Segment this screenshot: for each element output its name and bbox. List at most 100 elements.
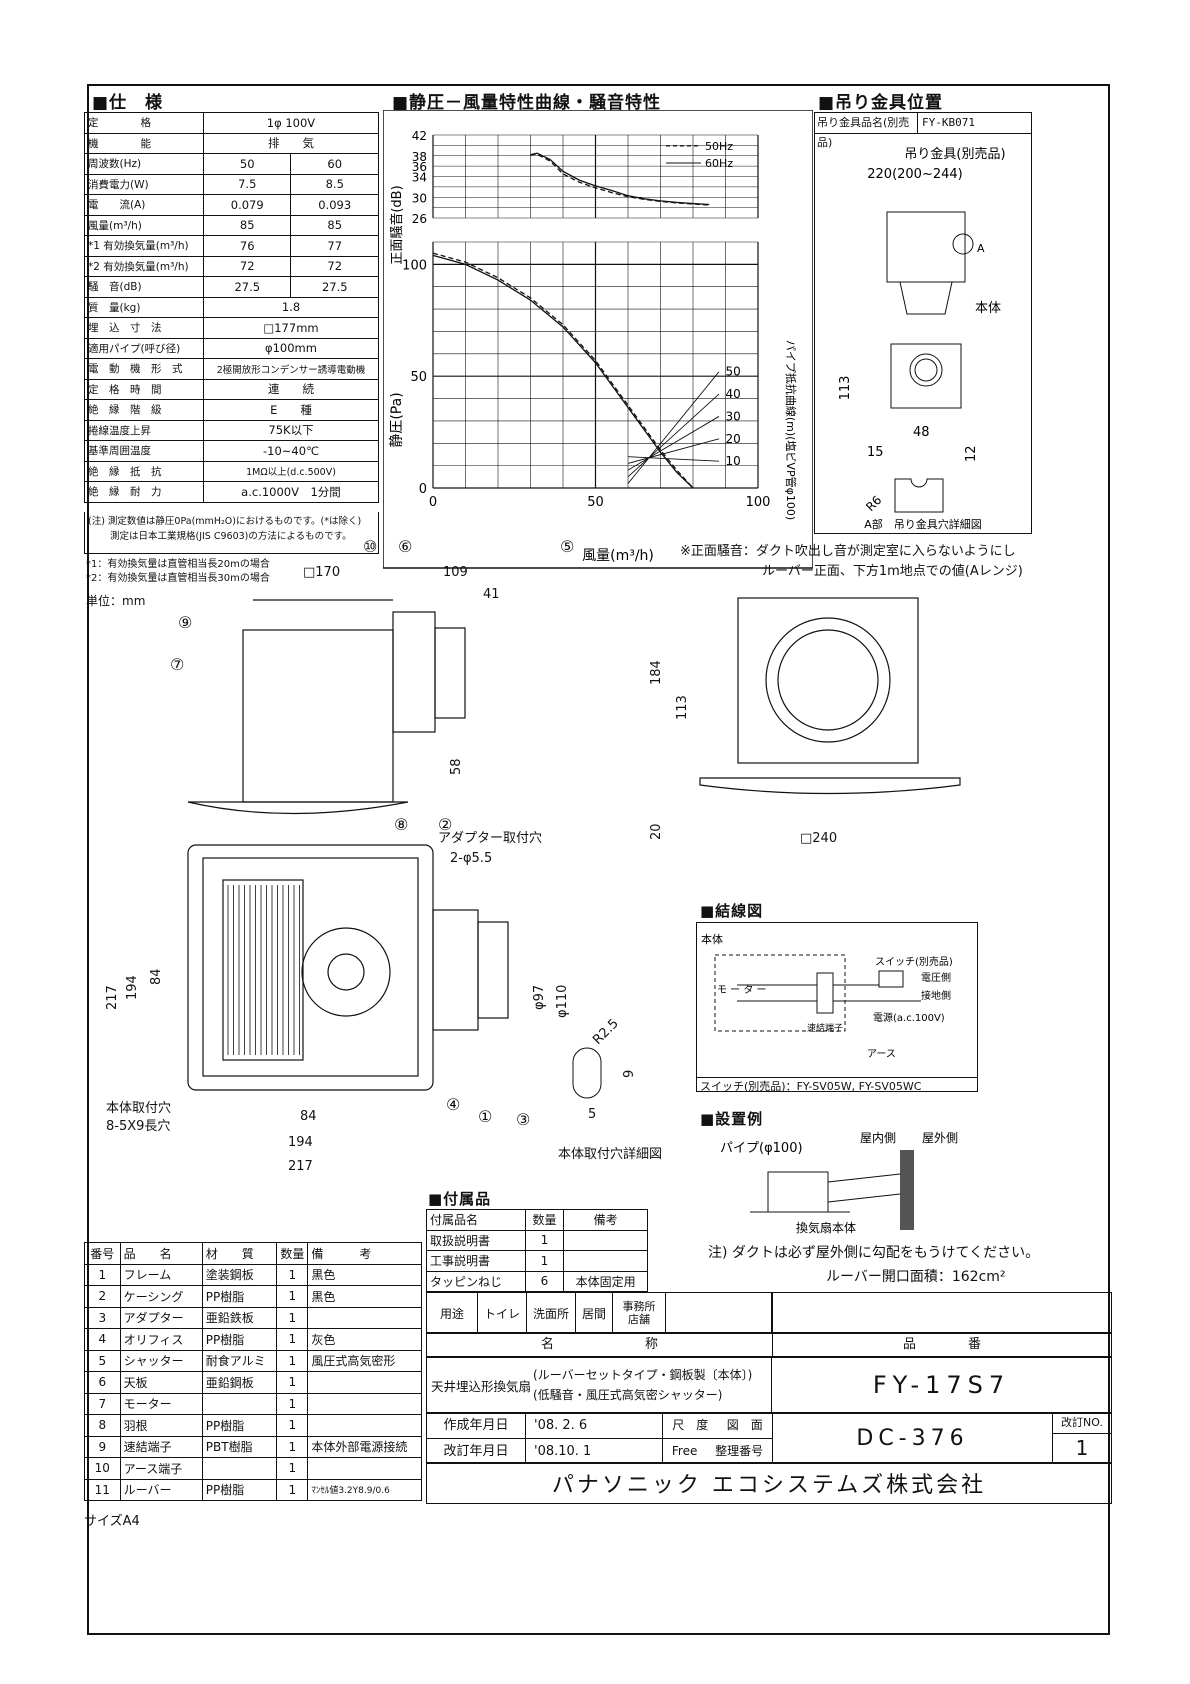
chart-legend: 50Hz 60Hz <box>666 140 733 170</box>
hanger-hole-detail <box>894 478 944 513</box>
wiring-body-box <box>714 954 846 1032</box>
mount-detail-caption: 本体取付穴詳細図 <box>558 1146 662 1162</box>
parts-cell: PBT樹脂 <box>201 1435 278 1458</box>
spec-value: 1φ 100V <box>203 112 379 134</box>
bottom-shutter <box>477 921 509 1019</box>
noise-ytick: 30 <box>412 191 427 205</box>
parts-cell <box>201 1457 278 1480</box>
dim-84-h: 84 <box>300 1109 317 1124</box>
install-title: ■設置例 <box>700 1110 764 1128</box>
parts-cell: 風圧式高気密形 <box>307 1349 422 1372</box>
acc-cell <box>563 1250 648 1272</box>
spec-value: 77 <box>290 235 379 257</box>
louver-area: ルーバー開口面積：162cm² <box>826 1269 1006 1285</box>
product-name-sub1: (ルーバーセットタイプ・鋼板製〔本体〕) <box>533 1368 753 1382</box>
parts-cell: 8 <box>84 1414 121 1437</box>
wiring-body-label: 本体 <box>701 932 723 946</box>
install-fan-body <box>767 1171 829 1213</box>
side-shutter <box>434 627 466 719</box>
drawing-number: DC-376 <box>856 1425 969 1451</box>
parts-cell: 1 <box>276 1263 309 1286</box>
hanger-part-no: FY-KB071 <box>922 116 975 129</box>
noise-ylabel: 正面騒音(dB) <box>389 185 405 264</box>
spec-label: 適用パイプ(呼び径) <box>84 337 204 359</box>
spec-value: -10~40℃ <box>203 440 379 462</box>
accessories-title: ■付属品 <box>428 1190 492 1208</box>
flow-xtick: 100 <box>746 495 771 510</box>
acc-cell: 備考 <box>563 1209 648 1231</box>
callout-10: ⑩ <box>363 540 377 556</box>
hanger-part-label: 吊り金具品名(別売品) <box>815 113 918 149</box>
parts-cell: 1 <box>276 1349 309 1372</box>
use-item: トイレ <box>478 1293 528 1333</box>
number-label: 整理番号 <box>715 1444 764 1458</box>
hanger-duct <box>899 281 953 315</box>
chart-title: ■静圧－風量特性曲線・騒音特性 <box>392 93 662 113</box>
parts-cell: 本体外部電源接続 <box>307 1435 422 1458</box>
dim-217-v: 217 <box>105 985 120 1010</box>
hanger-dim-113: 113 <box>838 376 853 401</box>
flow-xlabel: 風量(m³/h) <box>582 548 654 564</box>
use-item: 居間 <box>576 1293 614 1333</box>
company-name: パナソニック エコシステムズ株式会社 <box>426 1462 1112 1504</box>
spec-row: 機 能排 気 <box>84 132 379 154</box>
pipe-curve-line <box>627 416 720 471</box>
adapter-note-2: 2-φ5.5 <box>450 851 492 866</box>
wiring-switch <box>878 970 904 988</box>
mount-note-1: 本体取付穴 <box>106 1101 171 1116</box>
install-note: 注) ダクトは必ず屋外側に勾配をもうけてください。 <box>708 1245 1040 1261</box>
parts-header: 番号品 名材 質数量備 考 <box>84 1242 422 1265</box>
side-dims: □170 109 41 58 <box>303 565 500 775</box>
bottom-motor <box>327 953 365 991</box>
front-louver <box>699 777 961 795</box>
product-drawing: □170 109 41 58 アダプター取付穴 2-φ5.5 217 194 8… <box>105 540 662 1174</box>
dim-phi110: φ110 <box>555 985 570 1018</box>
parts-cell: ルーバー <box>119 1478 203 1501</box>
spec-note-line: 測定は日本工業規格(JIS C9603)の方法によるものです。 <box>110 531 352 542</box>
front-fan-inner <box>777 629 879 731</box>
pressure-ytick: 50 <box>410 370 427 385</box>
acc-cell: 工事説明書 <box>426 1250 526 1272</box>
wiring-ground-label: 接地側 <box>921 989 951 1002</box>
parts-cell: 塗装鋼板 <box>201 1263 278 1286</box>
rev-label: 改訂NO. <box>1053 1413 1111 1434</box>
parts-cell: 1 <box>84 1263 121 1286</box>
spec-value: 7.5 <box>202 173 292 195</box>
parts-cell: フレーム <box>119 1263 203 1286</box>
noise-note-line2: ルーバー正面、下方1m地点での値(Aレンジ) <box>762 564 1023 579</box>
adapter-note-1: アダプター取付穴 <box>438 831 542 846</box>
spec-label: 定 格 時 間 <box>84 378 204 400</box>
mount-slot <box>572 1047 602 1099</box>
product-name-sub2: (低騒音・風圧式高気密シャッター) <box>533 1388 723 1402</box>
bottom-inner <box>202 857 419 1077</box>
hanger-bracket-label: 吊り金具(別売品) <box>904 146 1005 162</box>
product-name-main: 天井埋込形換気扇 <box>431 1378 532 1394</box>
dim-170: □170 <box>303 565 340 580</box>
dim-84-v: 84 <box>149 968 164 985</box>
wiring-motor-label: モ ー タ ー <box>717 984 767 996</box>
hanger-label-a: A <box>977 242 985 255</box>
parts-cell: 1 <box>276 1392 309 1415</box>
parts-cell: 亜鉛鋼板 <box>201 1371 278 1394</box>
use-label: 用途 <box>427 1293 478 1333</box>
parts-cell: モーター <box>119 1392 203 1415</box>
wiring-box: 本体 モ ー タ ー 速結端子 スイッチ(別売品) 電圧側 接地側 電源(a.c… <box>696 922 978 1093</box>
parts-cell <box>307 1306 422 1329</box>
spec-title: ■仕 様 <box>92 93 164 113</box>
parts-cell: アダプター <box>119 1306 203 1329</box>
install-indoor-label: 屋内側 <box>860 1131 896 1145</box>
title-header-row: 名 称 品 番 <box>426 1332 1112 1358</box>
parts-cell <box>201 1392 278 1415</box>
spec-value: φ100mm <box>203 337 379 359</box>
acc-cell: 1 <box>524 1250 565 1272</box>
spec-value: 72 <box>290 255 379 277</box>
